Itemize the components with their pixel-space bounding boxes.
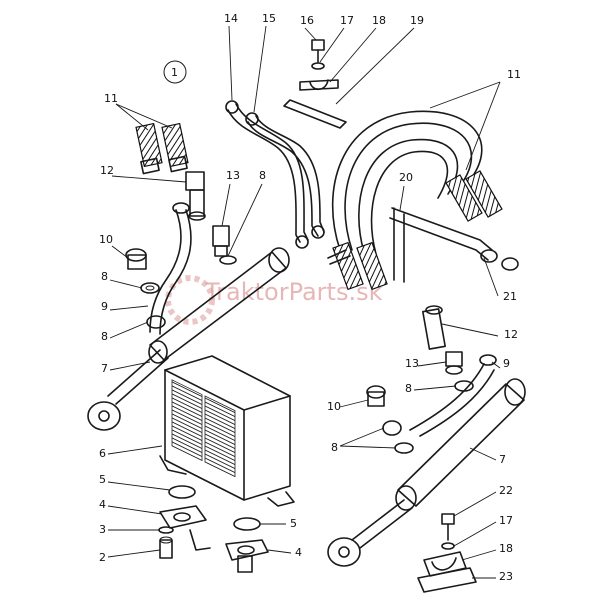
part-label-3: 3	[99, 523, 106, 536]
part-label-23: 23	[499, 570, 513, 583]
fitting-12-right	[409, 305, 497, 437]
part-label-11: 11	[104, 92, 118, 105]
clamp-assembly-top	[283, 39, 347, 129]
hydraulic-cylinder-7-left	[87, 247, 290, 431]
part-label-8: 8	[405, 382, 412, 395]
part-label-17: 17	[340, 14, 354, 27]
part-label-2: 2	[99, 551, 106, 564]
part-label-14: 14	[224, 12, 238, 25]
part-label-20: 20	[399, 171, 413, 184]
hose-pair-11-left	[135, 122, 189, 175]
part-label-13: 13	[405, 357, 419, 370]
hose-pair-11-right	[327, 110, 503, 291]
part-label-6: 6	[99, 447, 106, 460]
part-label-7: 7	[101, 362, 108, 375]
pipe-assembly-14-15	[225, 100, 325, 249]
banjo-bolt-10-right	[366, 385, 414, 454]
part-label-9: 9	[503, 357, 510, 370]
part-label-15: 15	[262, 12, 276, 25]
part-label-9: 9	[101, 300, 108, 313]
part-label-10: 10	[327, 400, 341, 413]
part-label-13: 13	[226, 169, 240, 182]
hydraulic-cylinder-7-right	[327, 378, 526, 567]
part-label-8: 8	[101, 270, 108, 283]
part-label-5: 5	[290, 517, 297, 530]
part-label-19: 19	[410, 14, 424, 27]
watermark: TraktorParts.sk	[165, 275, 383, 325]
figure-number-badge: 1	[163, 60, 187, 84]
oil-cooler-6	[159, 355, 295, 507]
part-label-18: 18	[499, 542, 513, 555]
part-label-12: 12	[504, 328, 518, 341]
part-label-22: 22	[499, 484, 513, 497]
adapter-13-left	[212, 225, 237, 265]
part-label-8: 8	[101, 330, 108, 343]
part-label-4: 4	[99, 498, 106, 511]
part-label-16: 16	[300, 14, 314, 27]
part-label-10: 10	[99, 233, 113, 246]
seals-and-flanges	[158, 485, 269, 573]
part-label-12: 12	[100, 164, 114, 177]
pipe-20-fitting-21	[389, 207, 519, 283]
leader-lines	[107, 25, 501, 579]
fitting-12-left	[149, 171, 206, 335]
mount-assembly-bottom-right	[417, 513, 477, 593]
part-label-21: 21	[503, 290, 517, 303]
part-label-8: 8	[331, 441, 338, 454]
part-label-5: 5	[99, 473, 106, 486]
part-label-4: 4	[295, 546, 302, 559]
figure-number: 1	[171, 66, 178, 79]
part-label-7: 7	[499, 453, 506, 466]
part-label-8: 8	[259, 169, 266, 182]
part-label-11: 11	[507, 68, 521, 81]
banjo-bolt-10-left	[125, 248, 166, 329]
part-label-17: 17	[499, 514, 513, 527]
part-label-18: 18	[372, 14, 386, 27]
